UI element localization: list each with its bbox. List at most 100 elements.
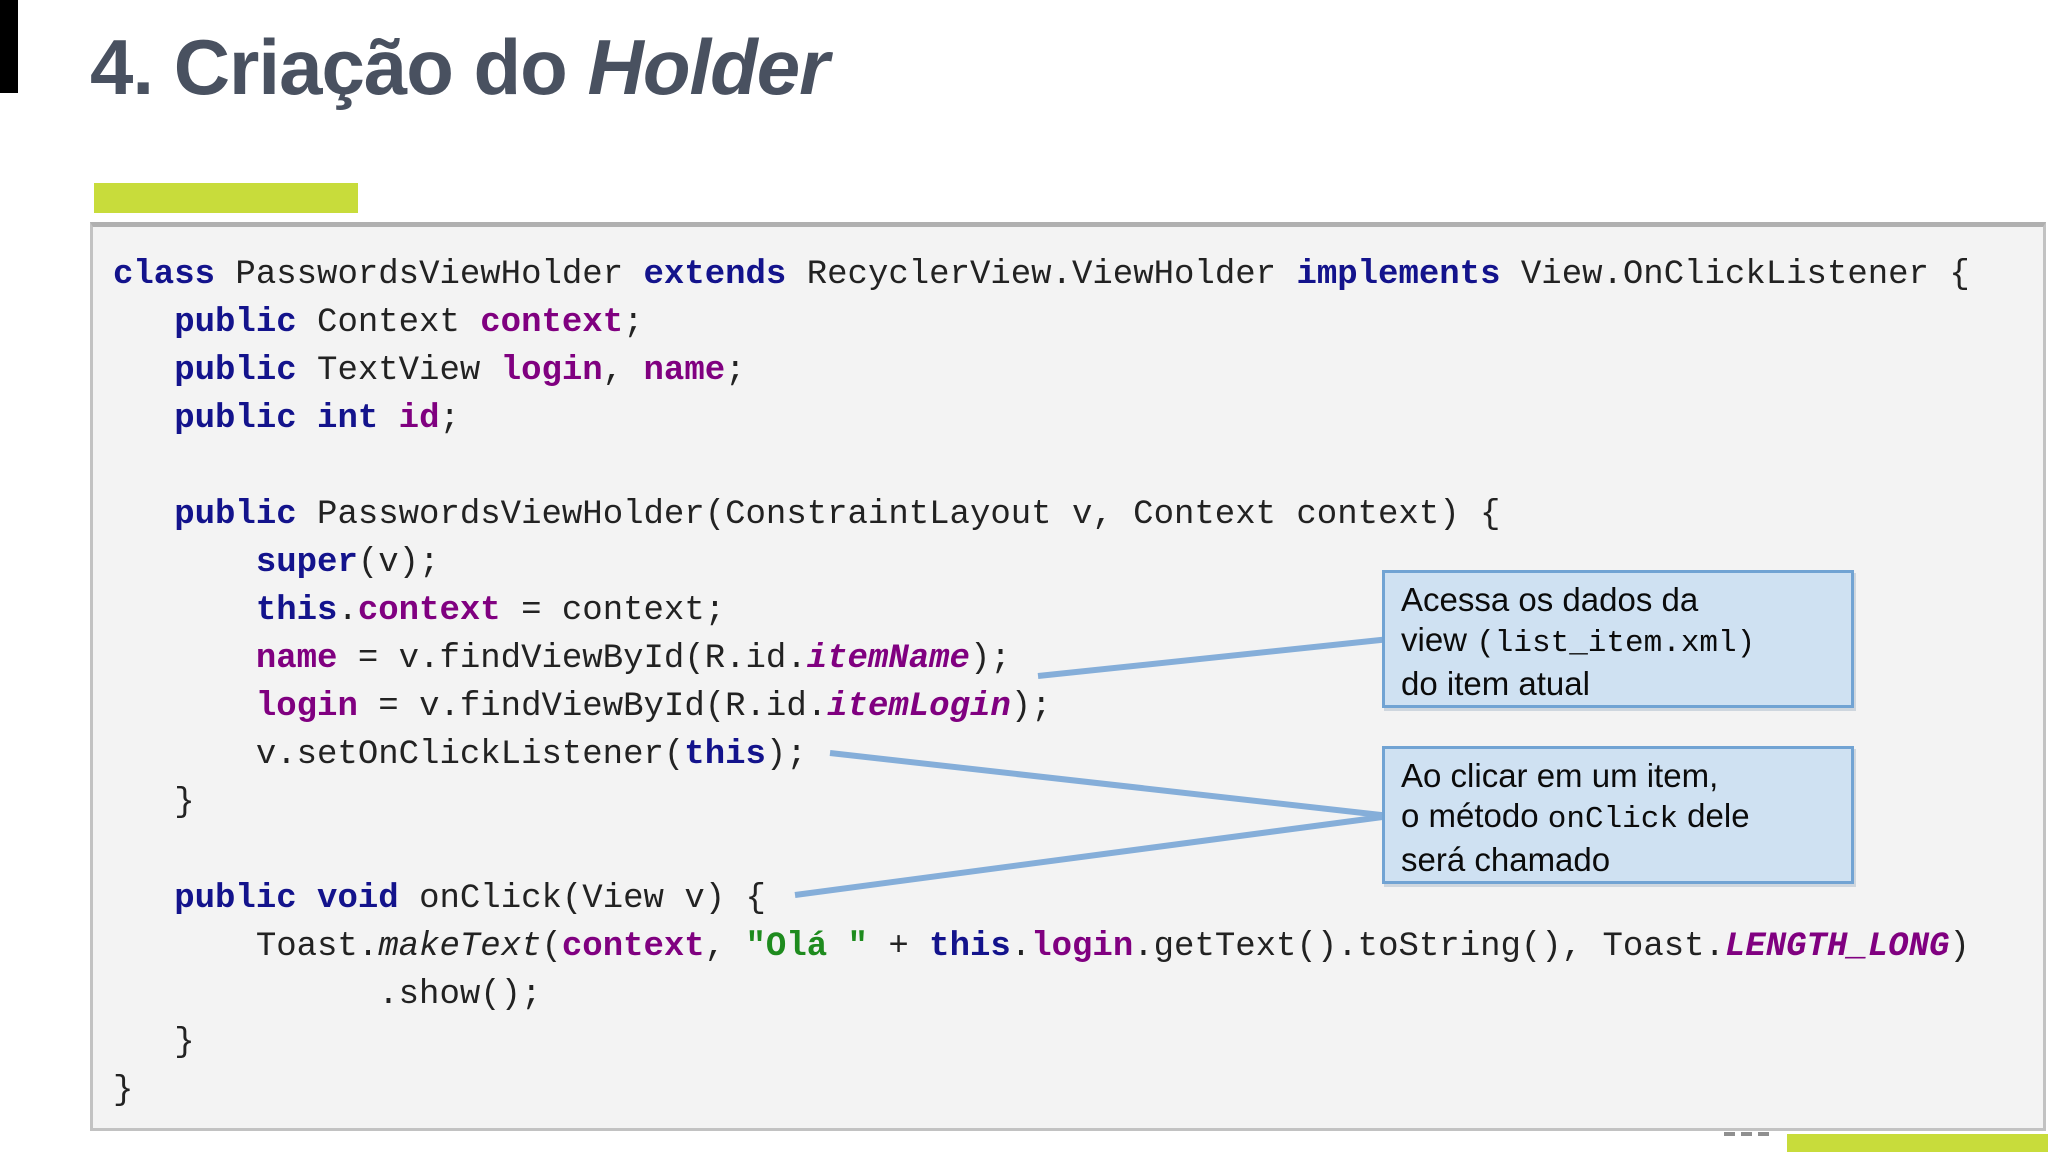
code-token: PasswordsViewHolder(ConstraintLayout v, … [296,496,1501,534]
code-token: this [684,736,766,774]
code-token: } [113,784,195,822]
code-token: itemName [806,640,970,678]
code-line: } [113,779,2043,827]
code-token: ( [541,928,562,966]
code-token [113,400,174,438]
code-token [113,352,174,390]
code-token: void [317,880,399,918]
callout-text: view [1401,621,1477,658]
code-line: .show(); [113,971,2043,1019]
code-token: this [255,592,338,630]
title-text: 4. Criação do [90,23,588,111]
code-line: class PasswordsViewHolder extends Recycl… [113,251,2043,299]
callout-onclick: Ao clicar em um item,o método onClick de… [1382,746,1854,884]
code-token: "Olá " [745,928,868,966]
code-token: implements [1296,256,1501,294]
code-token: login [255,688,358,726]
code-token: ); [765,736,807,774]
code-line: public int id; [113,395,2043,443]
code-token: onClick(View v) { [398,880,766,918]
code-line: v.setOnClickListener(this); [113,731,2043,779]
callout-text: será chamado [1401,841,1611,878]
page-title: 4. Criação do Holder [90,23,830,111]
code-token: extends [643,256,787,294]
code-token: ) [1949,928,1970,966]
code-token: + [867,928,930,966]
code-line: public TextView login, name; [113,347,2043,395]
code-token: public [174,304,297,342]
page-number-marks [1724,1132,1784,1138]
code-token: = v.findViewById(R.id. [357,688,828,726]
code-token: ; [439,400,460,438]
callout-line: será chamado [1401,840,1837,880]
code-token: context [480,304,624,342]
callout-line: do item atual [1401,664,1837,704]
code-token [113,304,174,342]
code-token: public [174,880,297,918]
callout-text: dele [1678,797,1750,834]
code-line: public void onClick(View v) { [113,875,2043,923]
code-line [113,443,2043,491]
code-token: makeText [378,928,542,966]
callout-code-token: (list_item.xml) [1476,626,1756,661]
code-token [113,688,256,726]
title-accent-bar [94,183,358,213]
code-token: class [113,256,216,294]
code-content: class PasswordsViewHolder extends Recycl… [93,227,2043,1115]
code-token: (v); [357,544,440,582]
code-token [113,592,256,630]
code-token: , [602,352,644,390]
code-token: this [929,928,1011,966]
code-line: login = v.findViewById(R.id.itemLogin); [113,683,2043,731]
code-token: TextView [296,352,501,390]
code-token [113,640,256,678]
code-token: .getText().toString(), Toast. [1133,928,1725,966]
callout-line: o método onClick dele [1401,796,1837,840]
code-token: context [561,928,705,966]
callout-text: Ao clicar em um item, [1401,757,1719,794]
code-line: } [113,1019,2043,1067]
code-token: ; [725,352,746,390]
code-token [113,544,256,582]
code-token [113,496,174,534]
code-line: name = v.findViewById(R.id.itemName); [113,635,2043,683]
code-token: Context [296,304,481,342]
code-line: super(v); [113,539,2043,587]
code-token: name [255,640,338,678]
code-token: login [1031,928,1134,966]
code-token [113,880,174,918]
code-token: RecyclerView.ViewHolder [786,256,1297,294]
code-token: = context; [500,592,726,630]
code-token: public [174,400,297,438]
code-token: public [174,352,297,390]
code-token [378,400,398,438]
code-token: Toast. [113,928,379,966]
callout-text: o método [1401,797,1548,834]
corner-mark [0,0,18,93]
code-token: PasswordsViewHolder [215,256,644,294]
code-token: int [317,400,379,438]
title-emphasis: Holder [587,23,830,111]
code-token: View.OnClickListener { [1500,256,1970,294]
code-token: super [255,544,358,582]
code-token: , [704,928,746,966]
code-line: public Context context; [113,299,2043,347]
code-token: id [398,400,440,438]
code-token: } [113,1024,195,1062]
code-token [297,400,317,438]
code-token: name [643,352,726,390]
code-token: .show(); [113,976,542,1014]
code-token: . [1010,928,1032,966]
code-token: itemLogin [827,688,1011,726]
code-line: Toast.makeText(context, "Olá " + this.lo… [113,923,2043,971]
footer-accent-bar [1787,1134,2048,1152]
code-line: this.context = context; [113,587,2043,635]
code-line: } [113,1067,2043,1115]
callout-line: Ao clicar em um item, [1401,756,1837,796]
code-line: public PasswordsViewHolder(ConstraintLay… [113,491,2043,539]
code-token: login [500,352,603,390]
callout-line: Acessa os dados da [1401,580,1837,620]
callout-line: view (list_item.xml) [1401,620,1837,664]
